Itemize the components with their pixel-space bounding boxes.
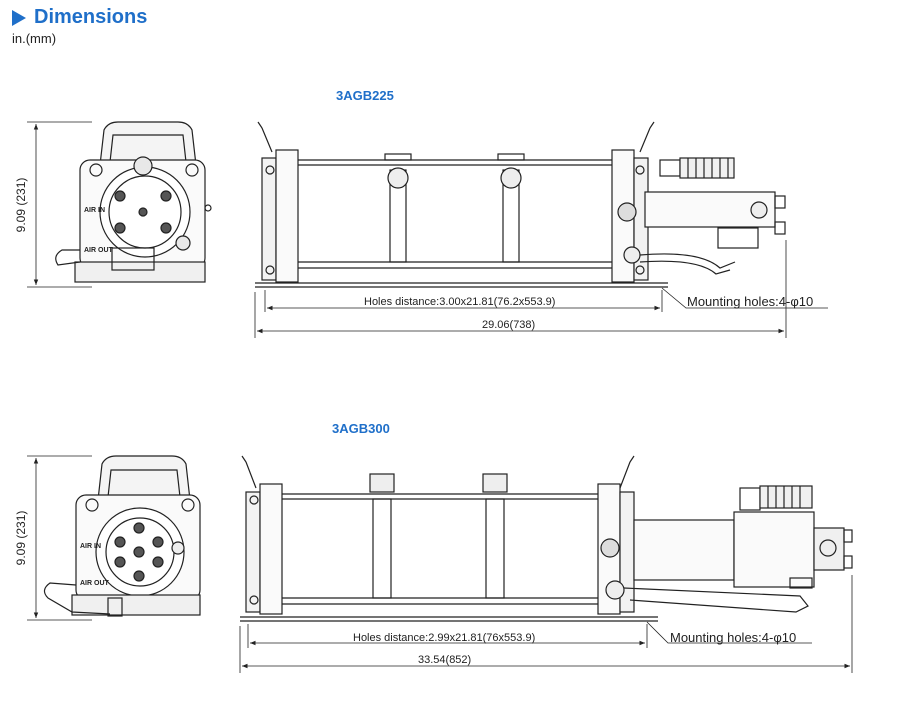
units-label: in.(mm) xyxy=(12,31,57,46)
model-label: 3AGB300 xyxy=(332,421,390,436)
air-out-label: AIR OUT xyxy=(80,580,110,587)
holes-distance-label: Holes distance:2.99x21.81(76x553.9) xyxy=(353,632,535,644)
mounting-holes-label: Mounting holes:4-φ10 xyxy=(670,630,796,645)
height-label: 9.09 (231) xyxy=(14,511,28,566)
holes-distance-label: Holes distance:3.00x21.81(76.2x553.9) xyxy=(364,296,555,308)
side-view xyxy=(240,455,853,622)
view-3agb225: 3AGB225 9.09 (231) AIR IN AIR OUT xyxy=(14,88,828,338)
mounting-holes-leader xyxy=(646,621,812,644)
height-label: 9.09 (231) xyxy=(14,178,28,233)
title-row: Dimensions xyxy=(12,6,147,29)
air-in-label: AIR IN xyxy=(84,207,105,214)
play-arrow-icon xyxy=(12,9,26,26)
air-in-label: AIR IN xyxy=(80,543,101,550)
model-label: 3AGB225 xyxy=(336,88,394,103)
mounting-holes-label: Mounting holes:4-φ10 xyxy=(687,294,813,309)
overall-length-label: 29.06(738) xyxy=(482,319,535,331)
section-title: Dimensions xyxy=(34,6,148,28)
overall-length-label: 33.54(852) xyxy=(418,654,471,666)
front-view xyxy=(43,455,201,617)
section-header: Dimensions xyxy=(12,6,147,29)
mounting-holes-leader xyxy=(661,287,828,309)
view-3agb300: 3AGB300 9.09 (231) AIR IN AIR OUT xyxy=(14,421,853,673)
air-out-label: AIR OUT xyxy=(84,247,114,254)
front-view xyxy=(55,121,212,283)
side-view xyxy=(255,121,786,288)
